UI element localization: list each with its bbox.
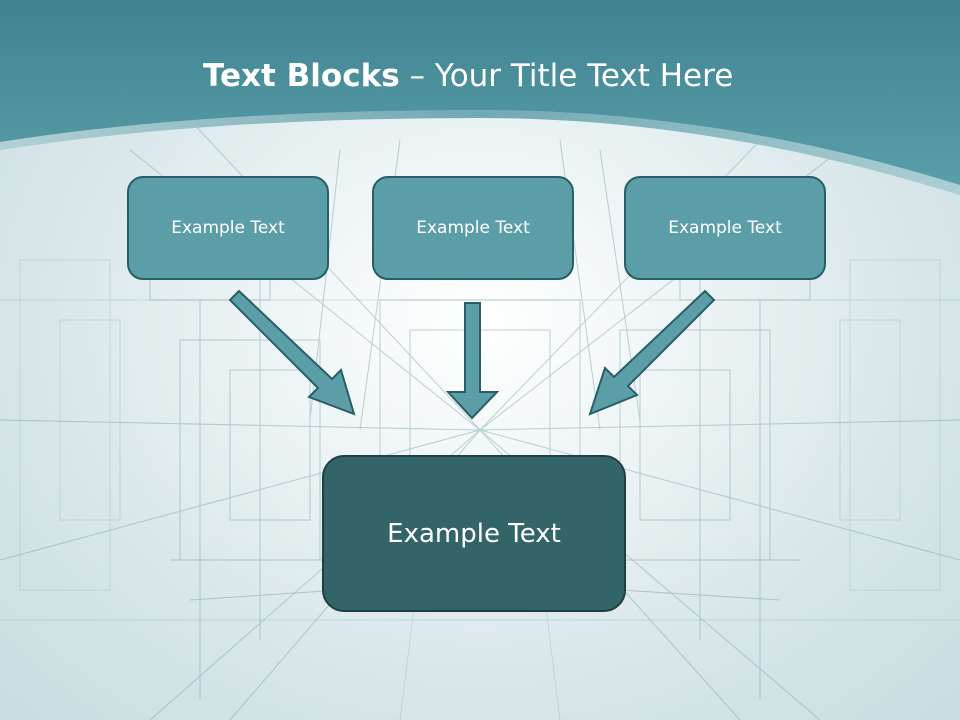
arrow-left — [228, 289, 356, 416]
text-block-right[interactable]: Example Text — [624, 176, 826, 280]
page-title: Text Blocks – Your Title Text Here — [203, 52, 733, 100]
header-band — [0, 0, 960, 195]
text-block-left[interactable]: Example Text — [127, 176, 329, 280]
arrow-right — [588, 289, 716, 416]
arrow-center — [445, 302, 500, 420]
text-block-main-label: Example Text — [387, 518, 561, 549]
text-block-center[interactable]: Example Text — [372, 176, 574, 280]
text-block-main[interactable]: Example Text — [322, 455, 626, 612]
title-dash: – — [399, 58, 435, 94]
text-block-left-label: Example Text — [171, 218, 285, 238]
text-block-right-label: Example Text — [668, 218, 782, 238]
text-block-center-label: Example Text — [416, 218, 530, 238]
title-bold: Text Blocks — [203, 58, 400, 94]
title-regular: Your Title Text Here — [434, 58, 734, 94]
